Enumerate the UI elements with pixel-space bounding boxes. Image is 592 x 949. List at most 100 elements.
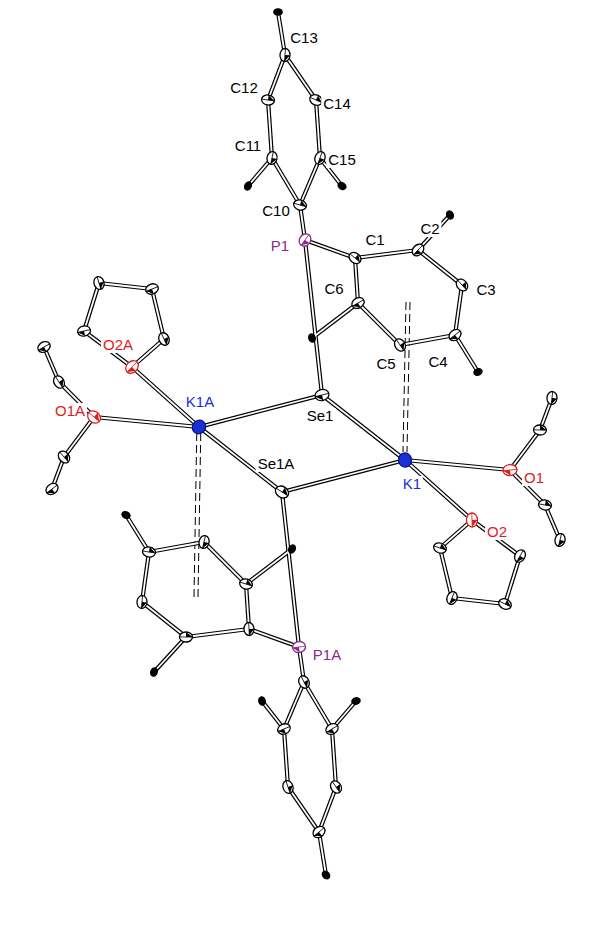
atom-ellipsoid <box>314 388 330 402</box>
ellipse <box>36 339 52 354</box>
bond-outline <box>288 787 319 832</box>
atom-ellipsoid <box>292 641 306 654</box>
ellipse <box>308 333 317 343</box>
atom-ellipsoid <box>533 425 546 435</box>
atom-label: Se1 <box>305 408 336 424</box>
atom-ellipsoid <box>123 358 141 376</box>
atom-ellipsoid <box>347 250 363 266</box>
bond <box>355 250 418 258</box>
principal-axis <box>262 99 275 101</box>
atom-ellipsoid <box>397 452 412 468</box>
atom-ellipsoid <box>142 546 156 558</box>
ellipse <box>123 358 141 376</box>
ellipse <box>497 597 513 612</box>
ellipse <box>51 374 66 390</box>
bond-outline <box>142 552 149 602</box>
principal-axis <box>318 152 322 164</box>
principal-axis <box>315 393 329 396</box>
atom-label: C13 <box>288 30 320 46</box>
atom-ellipsoid <box>77 325 92 338</box>
ellipse <box>297 674 312 690</box>
principal-axis <box>161 333 166 345</box>
atom-ellipsoid <box>258 696 266 705</box>
bond-outline <box>149 542 204 552</box>
bond <box>418 250 462 285</box>
atom-label: O2A <box>101 337 135 353</box>
principal-axis <box>450 592 455 604</box>
atom-label: K1 <box>401 476 423 492</box>
atom-label: C3 <box>474 282 497 298</box>
octant <box>285 55 290 62</box>
ellipse <box>313 150 327 166</box>
bond-outline <box>94 417 199 427</box>
atom-ellipsoid <box>538 499 553 511</box>
bond-outline <box>355 250 418 258</box>
bond <box>300 158 320 205</box>
atom-ellipsoid <box>287 544 297 554</box>
atom-label: C14 <box>321 96 353 112</box>
ellipse <box>546 391 557 405</box>
principal-axis <box>310 97 322 102</box>
ellipse <box>392 337 408 353</box>
bond-outline <box>312 303 358 338</box>
ellipse <box>85 408 103 425</box>
ellipse <box>261 94 275 106</box>
atom-ellipsoid <box>554 532 567 547</box>
principal-axis <box>276 488 288 496</box>
bond-outline <box>199 395 322 427</box>
bond <box>142 552 149 602</box>
atom-ellipsoid <box>238 577 253 590</box>
bond-outline <box>319 832 326 875</box>
bond-outline <box>455 335 478 372</box>
atom-ellipsoid <box>136 595 147 609</box>
ellipse <box>502 464 517 476</box>
atom-ellipsoid <box>297 674 312 690</box>
bond <box>186 629 249 637</box>
bond-outline <box>64 417 94 457</box>
principal-axis <box>286 781 290 793</box>
bond-outline <box>452 598 505 604</box>
ellipse <box>324 721 340 736</box>
principal-axis <box>141 596 142 609</box>
ellipse <box>44 481 60 497</box>
ellipse <box>512 548 527 564</box>
bond-outline <box>126 515 149 552</box>
bond-outline <box>305 240 355 258</box>
bond-outline <box>355 258 358 303</box>
bond-outline <box>284 729 288 787</box>
atom-label: C4 <box>426 354 449 370</box>
atom-ellipsoid <box>244 622 255 636</box>
ellipse <box>281 779 295 795</box>
atom-ellipsoid <box>392 337 408 353</box>
atom-ellipsoid <box>121 510 131 519</box>
ellipse <box>157 331 172 347</box>
ellipse <box>287 544 297 554</box>
atom-label: Se1A <box>256 456 297 472</box>
ellipse <box>56 449 72 465</box>
bond <box>452 598 505 604</box>
bond-outline <box>300 158 320 205</box>
atom-ellipsoid <box>292 198 307 211</box>
principal-axis <box>89 412 100 421</box>
atom-label: O1A <box>53 403 87 419</box>
bond <box>246 549 292 584</box>
bond-outline <box>510 430 540 470</box>
atom-label: C1 <box>363 232 386 248</box>
bond <box>405 460 510 470</box>
ellipse <box>244 622 255 636</box>
principal-axis <box>180 636 193 637</box>
atom-label: C5 <box>374 356 397 372</box>
bond-outline <box>186 629 249 637</box>
principal-axis <box>326 726 337 733</box>
principal-axis <box>240 582 252 586</box>
atom-label: P1A <box>311 647 343 663</box>
atom-label: O1 <box>522 470 546 486</box>
principal-axis <box>146 287 158 292</box>
principal-axis <box>314 828 324 836</box>
octant <box>472 520 478 527</box>
bond-outline <box>405 460 510 470</box>
ellipse <box>533 425 546 435</box>
ellipse <box>328 779 344 795</box>
principal-axis <box>294 203 306 207</box>
principal-axis <box>97 277 101 289</box>
